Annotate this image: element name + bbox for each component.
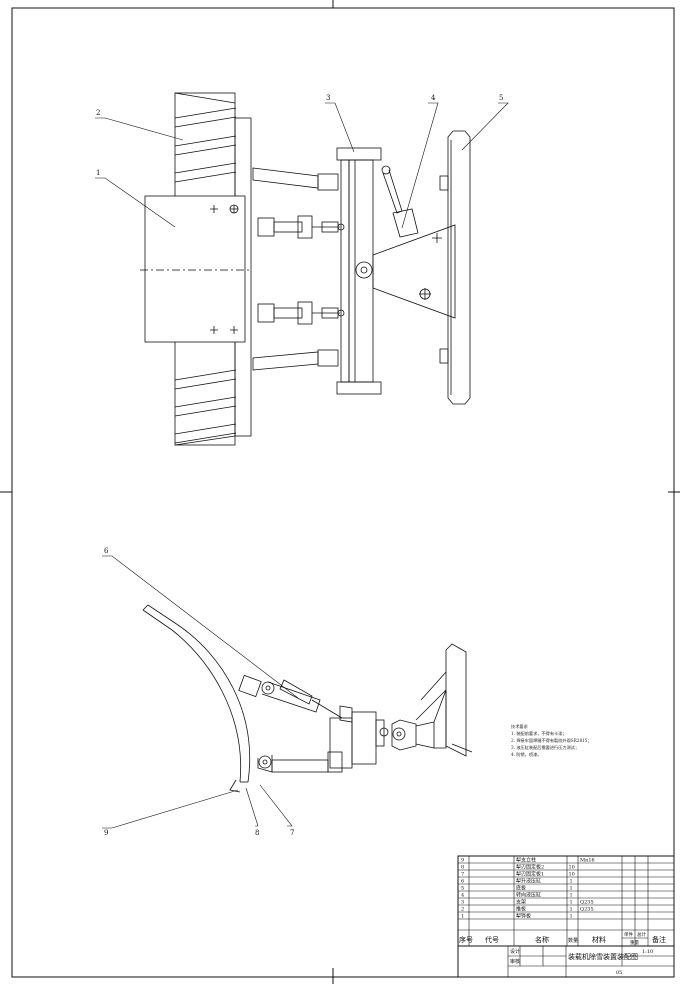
design-label: 设计 bbox=[510, 948, 520, 955]
callout-5: 5 bbox=[499, 94, 503, 102]
bom-name: 犁刃固定板2 bbox=[516, 864, 544, 871]
header-total-weight: 总计 bbox=[637, 931, 646, 938]
base-plate bbox=[439, 130, 471, 405]
bom-name: 犁支立柱 bbox=[516, 857, 536, 864]
side-callouts: 6 7 8 9 bbox=[104, 547, 294, 837]
check-label: 审核 bbox=[510, 958, 520, 965]
bom-no: 2 bbox=[461, 907, 464, 913]
top-view bbox=[140, 92, 471, 446]
bom-header: 序号 代号 名称 数量 材料 单件 总计 重量 备注 bbox=[459, 931, 666, 946]
note-item: 3. 液压缸装配后需要进行压力测试； bbox=[511, 745, 580, 750]
bom-no: 1 bbox=[461, 914, 464, 920]
blade-ribs bbox=[174, 107, 237, 444]
header-unit-weight: 单件 bbox=[624, 931, 633, 938]
side-view bbox=[142, 604, 473, 793]
bom-qty: 1 bbox=[570, 886, 573, 892]
note-item: 4. 防锈，喷漆。 bbox=[511, 752, 542, 757]
title-block: 设计 审核 装载机除雪装置装配图 1:10 05 bbox=[510, 948, 653, 976]
bom-qty: 10 bbox=[569, 865, 575, 871]
top-callouts: 1 2 3 4 5 bbox=[96, 94, 503, 177]
callout-6: 6 bbox=[104, 547, 109, 555]
bom-qty: 1 bbox=[570, 879, 573, 885]
bom-no: 5 bbox=[461, 886, 464, 892]
header-remark: 备注 bbox=[652, 935, 666, 944]
bom-name: 犁升液压缸 bbox=[516, 878, 541, 885]
header-weight: 重量 bbox=[630, 939, 639, 946]
notes-title: 技术要求 bbox=[511, 724, 528, 729]
note-item: 1. 装配前要求，不得有卡滞； bbox=[511, 731, 567, 736]
steering-cylinder bbox=[381, 165, 419, 238]
technical-notes: 技术要求 1. 装配前要求，不得有卡滞； 2. 焊接牢固焊缝不得有裂纹外观SR2… bbox=[511, 723, 621, 758]
bom-name: 犁铧板 bbox=[516, 913, 531, 920]
bom-qty: 10 bbox=[569, 872, 575, 878]
callout-8: 8 bbox=[255, 829, 259, 837]
header-qty: 数量 bbox=[568, 937, 578, 944]
scale-value: 1:10 bbox=[642, 949, 653, 955]
header-no: 序号 bbox=[459, 935, 473, 944]
moldboard-bolts bbox=[210, 204, 239, 334]
push-arms bbox=[252, 167, 345, 371]
bom-qty: 1 bbox=[570, 907, 573, 913]
bom-material: Mn16 bbox=[580, 858, 595, 864]
callout-9: 9 bbox=[104, 829, 108, 837]
side-leaders bbox=[102, 555, 299, 829]
bom-qty: 1 bbox=[570, 914, 573, 920]
callout-2: 2 bbox=[96, 109, 100, 117]
note-item: 2. 焊接牢固焊缝不得有裂纹外观SR2815； bbox=[511, 738, 592, 743]
bom-no: 3 bbox=[461, 900, 464, 906]
bom-material: Q235 bbox=[580, 900, 594, 906]
bom-name: 推板 bbox=[516, 906, 526, 913]
bom-no: 4 bbox=[461, 893, 464, 899]
header-material: 材料 bbox=[592, 935, 606, 944]
callout-1: 1 bbox=[96, 169, 100, 177]
callout-7: 7 bbox=[290, 829, 294, 837]
header-name: 名称 bbox=[535, 935, 549, 944]
bom-table bbox=[457, 855, 675, 978]
callout-3: 3 bbox=[326, 94, 330, 102]
bom-name: 转向液压缸 bbox=[516, 892, 541, 899]
drawing-number: 05 bbox=[616, 970, 622, 976]
bom-name: 支架 bbox=[516, 899, 526, 906]
bom-no: 7 bbox=[461, 872, 464, 878]
support-frame bbox=[336, 147, 456, 395]
bom-no: 8 bbox=[461, 865, 464, 871]
bom-no: 6 bbox=[461, 879, 464, 885]
callout-4: 4 bbox=[431, 94, 436, 102]
bom-rows: 9 犁支立柱 Mn16 8 犁刃固定板2 10 7 犁刃固定板1 10 6 犁升… bbox=[461, 857, 595, 920]
bom-name: 底板 bbox=[516, 885, 526, 892]
drawing-title: 装载机除雪装置装配图 bbox=[568, 952, 638, 961]
header-code: 代号 bbox=[485, 935, 499, 944]
bom-name: 犁刃固定板1 bbox=[516, 871, 544, 878]
bom-qty: 1 bbox=[570, 900, 573, 906]
top-leaders bbox=[95, 102, 509, 229]
bom-material: Q235 bbox=[580, 907, 594, 913]
bom-qty: 1 bbox=[570, 893, 573, 899]
bom-no: 9 bbox=[461, 858, 464, 864]
